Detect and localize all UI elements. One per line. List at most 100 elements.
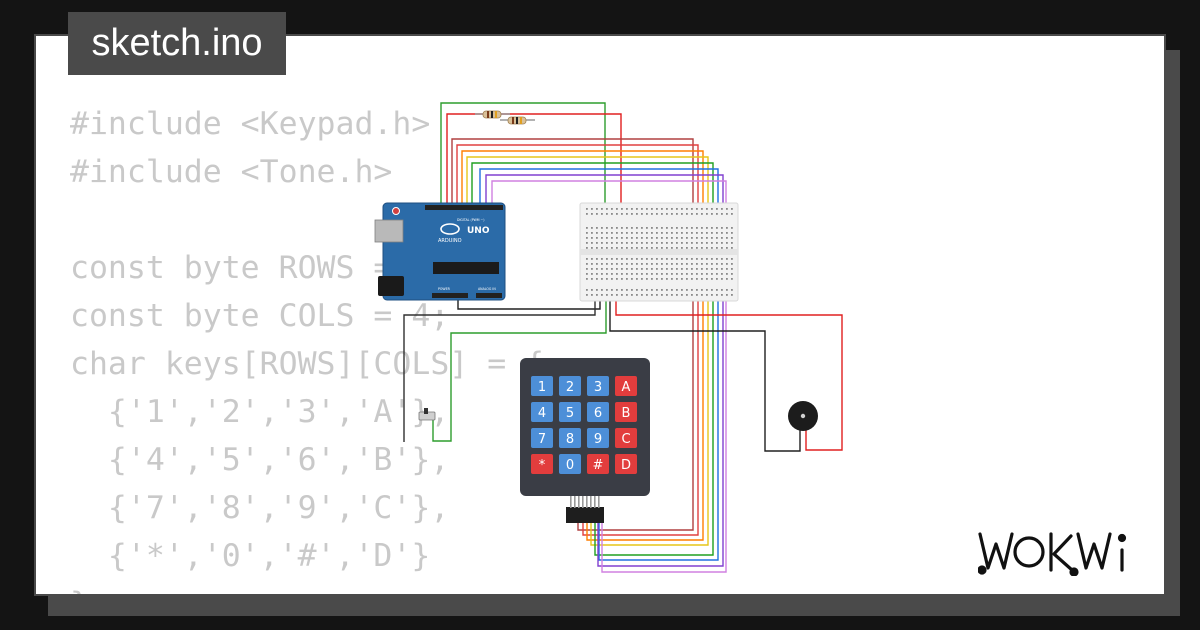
- breadboard-hole: [721, 213, 723, 215]
- breadboard-hole: [671, 294, 673, 296]
- breadboard-hole: [626, 227, 628, 229]
- breadboard-hole: [666, 258, 668, 260]
- breadboard-hole: [696, 242, 698, 244]
- breadboard-hole: [646, 208, 648, 210]
- breadboard-hole: [626, 273, 628, 275]
- keypad-key: [587, 454, 609, 474]
- keypad-key: [559, 376, 581, 396]
- breadboard-hole: [686, 208, 688, 210]
- wire-red-2: [456, 144, 699, 536]
- breadboard-hole: [661, 208, 663, 210]
- breadboard-hole: [601, 208, 603, 210]
- breadboard-hole: [691, 227, 693, 229]
- breadboard-hole: [716, 263, 718, 265]
- breadboard-hole: [596, 213, 598, 215]
- breadboard-hole: [641, 268, 643, 270]
- breadboard-hole: [646, 227, 648, 229]
- keypad-key: [559, 428, 581, 448]
- breadboard-hole: [721, 268, 723, 270]
- breadboard-hole: [651, 263, 653, 265]
- breadboard-hole: [651, 232, 653, 234]
- usb-port: [374, 219, 404, 243]
- breadboard-hole: [616, 242, 618, 244]
- breadboard-hole: [621, 237, 623, 239]
- breadboard-hole: [616, 232, 618, 234]
- breadboard-hole: [661, 237, 663, 239]
- breadboard-hole: [661, 227, 663, 229]
- breadboard-hole: [681, 213, 683, 215]
- keypad-key: [587, 428, 609, 448]
- breadboard-hole: [641, 232, 643, 234]
- breadboard-hole: [726, 247, 728, 249]
- breadboard-hole: [641, 278, 643, 280]
- breadboard-hole: [701, 294, 703, 296]
- breadboard-hole: [636, 208, 638, 210]
- breadboard-hole: [701, 258, 703, 260]
- breadboard-hole: [681, 227, 683, 229]
- breadboard-hole: [701, 208, 703, 210]
- breadboard-hole: [651, 268, 653, 270]
- breadboard-hole: [696, 227, 698, 229]
- breadboard-hole: [726, 232, 728, 234]
- breadboard-hole: [601, 268, 603, 270]
- breadboard-hole: [711, 289, 713, 291]
- breadboard-hole: [596, 237, 598, 239]
- breadboard-hole: [626, 263, 628, 265]
- breadboard-hole: [711, 232, 713, 234]
- breadboard-hole: [656, 294, 658, 296]
- breadboard-hole: [601, 258, 603, 260]
- board-model-label: UNO: [467, 226, 490, 236]
- breadboard-hole: [611, 232, 613, 234]
- breadboard-hole: [726, 227, 728, 229]
- keypad-key: [531, 402, 553, 422]
- keypad-key-label: 9: [594, 432, 602, 447]
- breadboard-hole: [611, 294, 613, 296]
- breadboard-hole: [616, 237, 618, 239]
- breadboard-hole: [676, 289, 678, 291]
- breadboard-hole: [591, 242, 593, 244]
- code-line: const byte COLS = 4;: [70, 298, 450, 334]
- wire-yellow: [466, 156, 709, 546]
- breadboard-hole: [666, 278, 668, 280]
- breadboard-hole: [671, 227, 673, 229]
- breadboard-hole: [706, 289, 708, 291]
- keypad-key: [531, 454, 553, 474]
- breadboard-hole: [701, 273, 703, 275]
- keypad-pin: [594, 496, 596, 508]
- code-line: char keys[ROWS][COLS] = {: [70, 346, 545, 382]
- breadboard-hole: [616, 247, 618, 249]
- breadboard-hole: [726, 213, 728, 215]
- breadboard-hole: [656, 237, 658, 239]
- keypad-pin: [582, 496, 584, 508]
- breadboard-hole: [591, 268, 593, 270]
- breadboard-hole: [641, 208, 643, 210]
- breadboard-hole: [591, 208, 593, 210]
- breadboard-hole: [721, 247, 723, 249]
- breadboard-hole: [671, 278, 673, 280]
- breadboard-hole: [731, 289, 733, 291]
- breadboard-hole: [671, 247, 673, 249]
- wire-green-top: [440, 102, 606, 293]
- breadboard-hole: [656, 227, 658, 229]
- breadboard-hole: [701, 237, 703, 239]
- breadboard-hole: [606, 278, 608, 280]
- breadboard-hole: [626, 289, 628, 291]
- breadboard-hole: [611, 263, 613, 265]
- breadboard-hole: [601, 247, 603, 249]
- breadboard-hole: [606, 273, 608, 275]
- keypad-key-label: A: [622, 380, 631, 395]
- breadboard-hole: [611, 273, 613, 275]
- breadboard-hole: [666, 294, 668, 296]
- breadboard-hole: [701, 278, 703, 280]
- keypad-key-label: 5: [566, 406, 574, 421]
- breadboard-hole: [676, 237, 678, 239]
- breadboard-hole: [646, 237, 648, 239]
- breadboard-hole: [586, 268, 588, 270]
- breadboard-hole: [591, 294, 593, 296]
- keypad-key: [587, 376, 609, 396]
- breadboard-hole: [706, 227, 708, 229]
- breadboard-hole: [646, 278, 648, 280]
